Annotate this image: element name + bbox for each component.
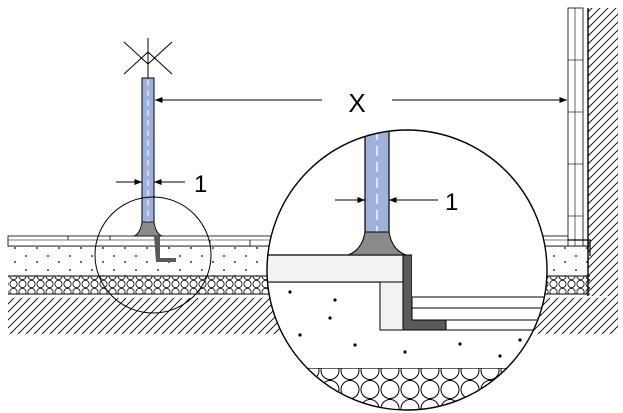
detail-sealant [347,231,407,256]
wall-hatch [588,8,618,296]
dimension-label-x: X [348,88,365,118]
dimension-label-gap-detail: 1 [445,189,458,216]
detail-marker-circle [94,196,212,314]
sealant-bead [133,221,163,237]
dimension-label-gap-main: 1 [194,171,207,198]
dimension-gap-detail: 1 [335,188,458,216]
break-symbol [123,38,173,78]
detail-screed [267,254,404,283]
detail-enlargement [266,129,548,411]
dimension-gap-main: 1 [116,171,207,198]
wall-tiles [567,7,584,247]
right-wall [567,7,618,296]
dimension-x: X [155,88,567,118]
glass-partition [123,38,173,237]
